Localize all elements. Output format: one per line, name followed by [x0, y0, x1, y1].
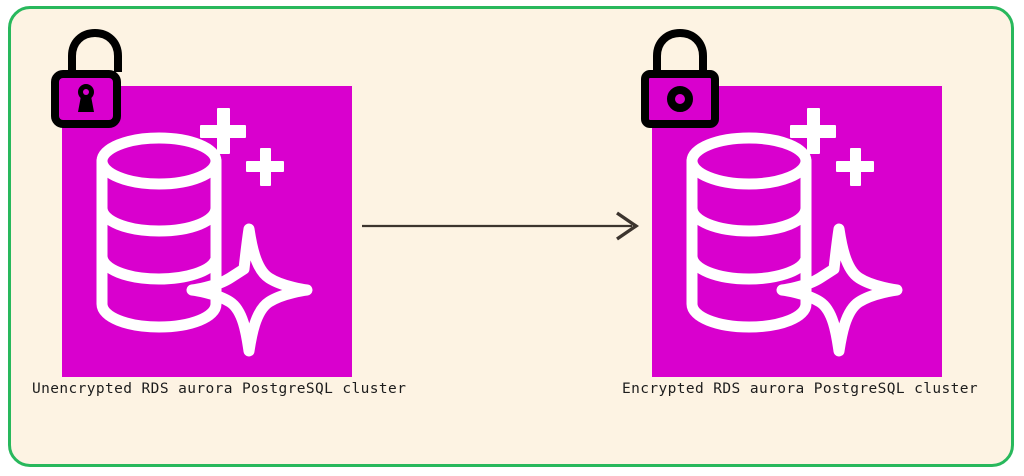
open-padlock-icon — [51, 28, 122, 128]
encryption-flow-arrow — [362, 211, 640, 241]
arrowhead-icon — [616, 211, 640, 241]
plus-small-icon — [836, 148, 874, 186]
plus-large-icon — [200, 108, 246, 154]
plus-small-icon — [246, 148, 284, 186]
keyhole-icon — [667, 86, 693, 112]
node-unencrypted-cluster[interactable]: Unencrypted RDS aurora PostgreSQL cluste… — [32, 28, 406, 397]
aurora-database-icon — [686, 108, 903, 357]
plus-large-icon — [790, 108, 836, 154]
sparkle-icon — [776, 223, 903, 357]
aurora-database-icon — [96, 108, 313, 357]
closed-padlock-icon — [641, 28, 719, 128]
node-unencrypted-label: Unencrypted RDS aurora PostgreSQL cluste… — [32, 381, 407, 397]
node-encrypted-cluster[interactable]: Encrypted RDS aurora PostgreSQL cluster — [622, 28, 978, 397]
keyhole-icon — [78, 84, 94, 112]
node-encrypted-tile — [641, 28, 942, 377]
node-unencrypted-tile — [51, 28, 352, 377]
sparkle-icon — [186, 223, 313, 357]
node-encrypted-label: Encrypted RDS aurora PostgreSQL cluster — [622, 381, 979, 397]
